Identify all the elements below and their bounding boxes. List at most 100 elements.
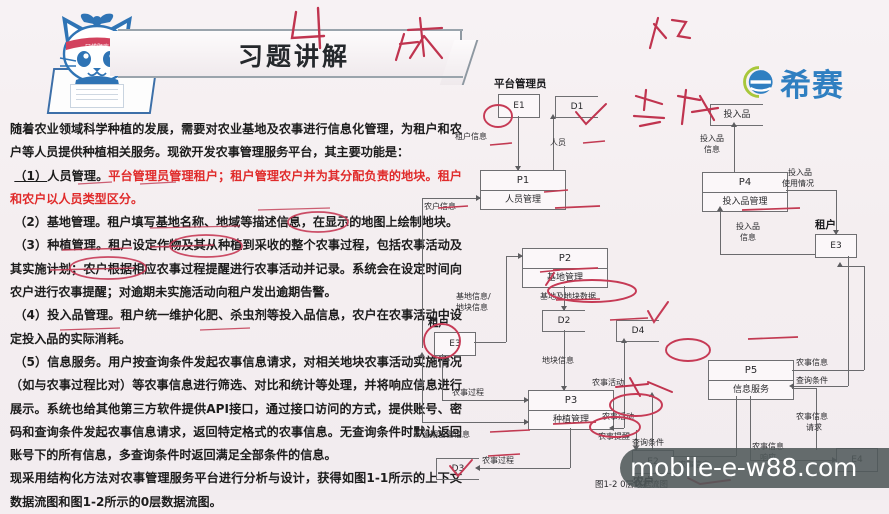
- item-number-3: （3）: [14, 238, 48, 253]
- flow-label-farm-process-a: 农事过程: [452, 388, 484, 397]
- line-usage-h: [786, 190, 836, 192]
- line-usage-v: [836, 190, 838, 234]
- item-text-2: 租户填写基地名称、地域等描述信息，在显示的地图上绘制地块。: [107, 215, 459, 230]
- line-resp-v: [750, 396, 752, 460]
- process-P1: P1 人员管理: [480, 170, 566, 210]
- process-P4-name: 投入品管理: [722, 197, 768, 207]
- paragraph-item-3: （3）种植管理。租户设定作物及其从种植到采收的整个农事过程，包括农事活动及其实施…: [10, 234, 462, 304]
- banner-line-top: [118, 29, 463, 31]
- arrow-supply-info: [717, 206, 723, 211]
- arrow-p3-d3: [475, 465, 480, 471]
- item-number-4: （4）: [14, 308, 48, 323]
- item-number-5: （5）: [14, 354, 48, 369]
- item-title-3: 种植管理。: [47, 238, 109, 253]
- flow-label-farmer-info: 农户信息: [424, 202, 456, 211]
- entity-label-tenant-right: 租户: [815, 219, 836, 231]
- question-text-body: 随着农业领域科学种植的发展，需要对农业基地及农事进行信息化管理，为租户和农户等人…: [10, 118, 462, 514]
- arrow-farminfo-e3: [837, 262, 843, 267]
- arrow-e2-p5: [649, 392, 655, 397]
- svg-text:口袋题库: 口袋题库: [85, 43, 109, 51]
- arrow-e3-p3: [524, 397, 529, 403]
- arrow-p2-d2: [561, 306, 567, 311]
- flow-label-farm-activity-p3: 农事活动: [602, 412, 634, 421]
- line-e1-p1: [518, 116, 520, 170]
- line-e3-up1: [474, 342, 506, 344]
- store-D1: D1: [555, 96, 598, 118]
- store-D3: D3: [436, 458, 479, 480]
- line-e3-down: [442, 354, 444, 400]
- line-d2-p3: [564, 330, 566, 390]
- store-D2: D2: [542, 310, 585, 332]
- flow-label-farm-req-1: 农事信息: [796, 412, 828, 421]
- entity-label-admin: 平台管理员: [494, 78, 547, 90]
- line-farmerinfo-p1: [422, 198, 480, 200]
- flow-label-base-plot-data: 基地及地块数据: [540, 292, 596, 301]
- item-text-5: 用户按查询条件发起农事信息请求，对相关地块农事活动实施情况（如与农事过程比对）等…: [10, 354, 462, 463]
- paragraph-item-1: （1）人员管理。平台管理员管理租户；租户管理农户并为其分配负责的地块。租户和农户…: [10, 165, 462, 212]
- line-p5-e2-v: [736, 396, 738, 456]
- arrow-d2-p3: [561, 386, 567, 391]
- flow-label-farm-req-2: 请求: [806, 423, 822, 432]
- line-p3-warn: [422, 422, 528, 424]
- watermark-text: mobile-e-w88.com: [630, 453, 858, 482]
- line-supply-info-h: [720, 254, 815, 256]
- arrow-e3-p2: [518, 253, 523, 259]
- process-P5-name: 信息服务: [732, 385, 769, 395]
- flow-label-tenant-info: 租户信息: [455, 132, 487, 141]
- line-p5-farminfo-v: [864, 266, 866, 370]
- flow-label-query-bottom: 查询条件: [632, 438, 664, 447]
- line-e3-p2: [506, 256, 522, 258]
- paragraph-closing: 现采用结构化方法对农事管理服务平台进行分析与设计，获得如图1-1所示的上下文数据…: [10, 471, 462, 509]
- paper-shape: [70, 84, 124, 108]
- arrow-p3-in: [524, 419, 529, 425]
- entity-E3-left: E3: [434, 332, 476, 356]
- process-P2: P2 基地管理: [522, 248, 608, 288]
- item-title-4: 投入品管理。: [47, 308, 121, 323]
- line-e2-query-v: [652, 396, 654, 450]
- flow-label-overdue-warning: 逾期告警信息: [422, 430, 470, 439]
- process-P3: P3 种植管理: [528, 390, 614, 430]
- line-p5-farminfo-h: [792, 370, 864, 372]
- entity-label-tenant-left: 租户: [428, 317, 449, 329]
- flow-label-supply-bot-2: 信息: [740, 233, 756, 242]
- flow-label-supply-top-2: 信息: [704, 145, 720, 154]
- process-P1-id: P1: [481, 171, 565, 191]
- xisai-logo: 希赛: [742, 62, 884, 104]
- entity-E1: E1: [498, 94, 540, 118]
- logo-text: 希赛: [780, 68, 844, 104]
- arrow-warn-e3: [419, 352, 425, 357]
- paragraph-item-4: （4）投入品管理。租户统一维护化肥、杀虫剂等投入品信息，农户在农事活动中设定投入…: [10, 304, 462, 351]
- flow-label-farm-remind: 农事提醒: [598, 432, 630, 441]
- arrow-query-p5: [789, 383, 794, 389]
- item-text-1: 平台管理员管理租户；租户管理农户并为其分配负责的地块。租户和农户以人员类型区分。: [10, 168, 462, 206]
- flow-label-supply-top-1: 投入品: [700, 134, 724, 143]
- item-number-2: （2）: [14, 215, 47, 230]
- process-P5-id: P5: [709, 361, 793, 381]
- arrow-p1-d1: [550, 114, 556, 119]
- line-farminfo-e3: [840, 266, 864, 268]
- line-query-v: [848, 256, 850, 386]
- process-P5: P5 信息服务: [708, 360, 794, 400]
- line-p1-d1: [553, 116, 555, 170]
- flow-label-usage-1: 投入品: [788, 168, 812, 177]
- arrow-d4-p3: [609, 425, 614, 431]
- flow-label-farm-process-b: 农事过程: [482, 456, 514, 465]
- line-p3-d3h: [478, 468, 570, 470]
- line-warn-up: [422, 354, 424, 422]
- process-P1-name: 人员管理: [504, 195, 541, 205]
- paragraph-intro: 随着农业领域科学种植的发展，需要对农业基地及农事进行信息化管理，为租户和农户等人…: [10, 122, 462, 160]
- page-title: 习题讲解: [238, 42, 351, 71]
- item-title-5: 信息服务。: [47, 354, 109, 369]
- item-text-4: 租户统一维护化肥、杀虫剂等投入品信息，农户在农事活动中设定投入品的实际消耗。: [10, 308, 462, 346]
- flow-label-base-info-2: 地块信息: [456, 303, 488, 312]
- arrow-e1-p1: [515, 166, 521, 171]
- banner-line-bottom: [118, 76, 463, 78]
- flow-label-usage-2: 使用情况: [782, 179, 814, 188]
- arrow-usage-e3: [833, 230, 839, 235]
- line-p3-d3v: [570, 428, 572, 468]
- entity-E3-right: E3: [815, 234, 857, 258]
- process-P3-name: 种植管理: [552, 415, 589, 425]
- title-banner: 习题讲解: [88, 22, 479, 85]
- watermark-band: [620, 448, 889, 488]
